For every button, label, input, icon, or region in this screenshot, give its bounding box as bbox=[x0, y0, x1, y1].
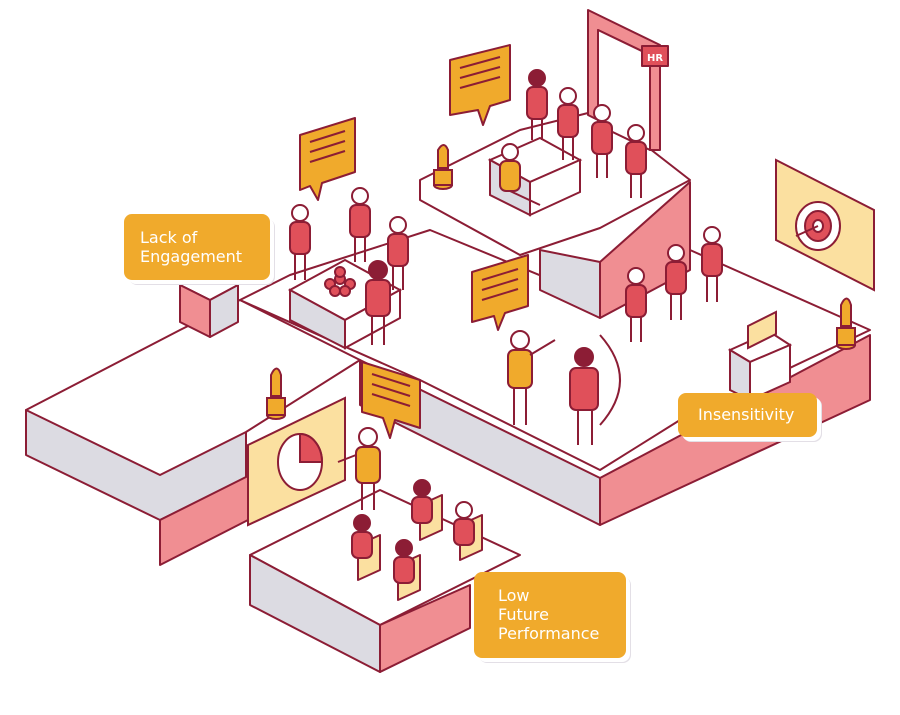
person-in-line bbox=[557, 87, 579, 160]
person-presenter bbox=[337, 427, 381, 510]
person-in-line bbox=[625, 267, 647, 342]
person-in-line bbox=[625, 124, 647, 198]
person-archer bbox=[569, 334, 621, 445]
thumbs-up-icon bbox=[266, 367, 286, 420]
speech-bubble-icon bbox=[361, 361, 421, 439]
thumbs-up-trophies bbox=[266, 144, 856, 420]
person-seated bbox=[351, 514, 373, 559]
person-at-desk bbox=[499, 143, 541, 206]
person-seated bbox=[411, 479, 433, 524]
hr-platform-side-pink bbox=[599, 181, 691, 319]
person-seated bbox=[453, 501, 475, 546]
label-line: Engagement bbox=[140, 247, 243, 266]
person-standing bbox=[349, 187, 371, 262]
crate-right bbox=[209, 284, 239, 338]
speech-bubbles bbox=[299, 44, 529, 439]
person-in-line bbox=[701, 226, 723, 302]
oranges-pile bbox=[324, 266, 356, 297]
thumbs-up-icon bbox=[836, 297, 856, 350]
label-line: Insensitivity bbox=[698, 405, 795, 424]
label-line: Lack of bbox=[140, 228, 198, 247]
person-seated bbox=[393, 539, 415, 584]
people bbox=[289, 69, 723, 601]
person-pointing bbox=[507, 330, 556, 425]
speech-bubble-icon bbox=[471, 254, 529, 331]
target-board bbox=[775, 158, 875, 292]
label-insensitivity: Insensitivity bbox=[678, 393, 817, 437]
speech-bubble-icon bbox=[449, 44, 511, 126]
person-standing bbox=[289, 204, 311, 280]
label-low-future-performance: Low Future Performance bbox=[474, 572, 626, 658]
label-line: Low bbox=[498, 586, 530, 605]
pie-chart-board bbox=[247, 396, 346, 527]
label-line: Performance bbox=[498, 624, 600, 643]
person-in-line bbox=[591, 104, 613, 178]
thumbs-up-icon bbox=[433, 144, 453, 190]
label-line: Future bbox=[498, 605, 549, 624]
hr-door: HR bbox=[587, 9, 669, 151]
monitor-icon bbox=[747, 310, 777, 350]
hr-sign-text: HR bbox=[647, 53, 663, 64]
speech-bubble-icon bbox=[299, 117, 356, 201]
person-standing bbox=[387, 216, 409, 290]
hr-sign bbox=[641, 45, 669, 67]
bottom-platform-side-pink bbox=[379, 584, 471, 673]
label-lack-of-engagement: Lack of Engagement bbox=[124, 214, 270, 280]
person-in-line bbox=[665, 244, 687, 320]
person-in-line bbox=[526, 69, 548, 140]
monitor-stand bbox=[727, 310, 793, 402]
person-standing bbox=[365, 260, 391, 345]
